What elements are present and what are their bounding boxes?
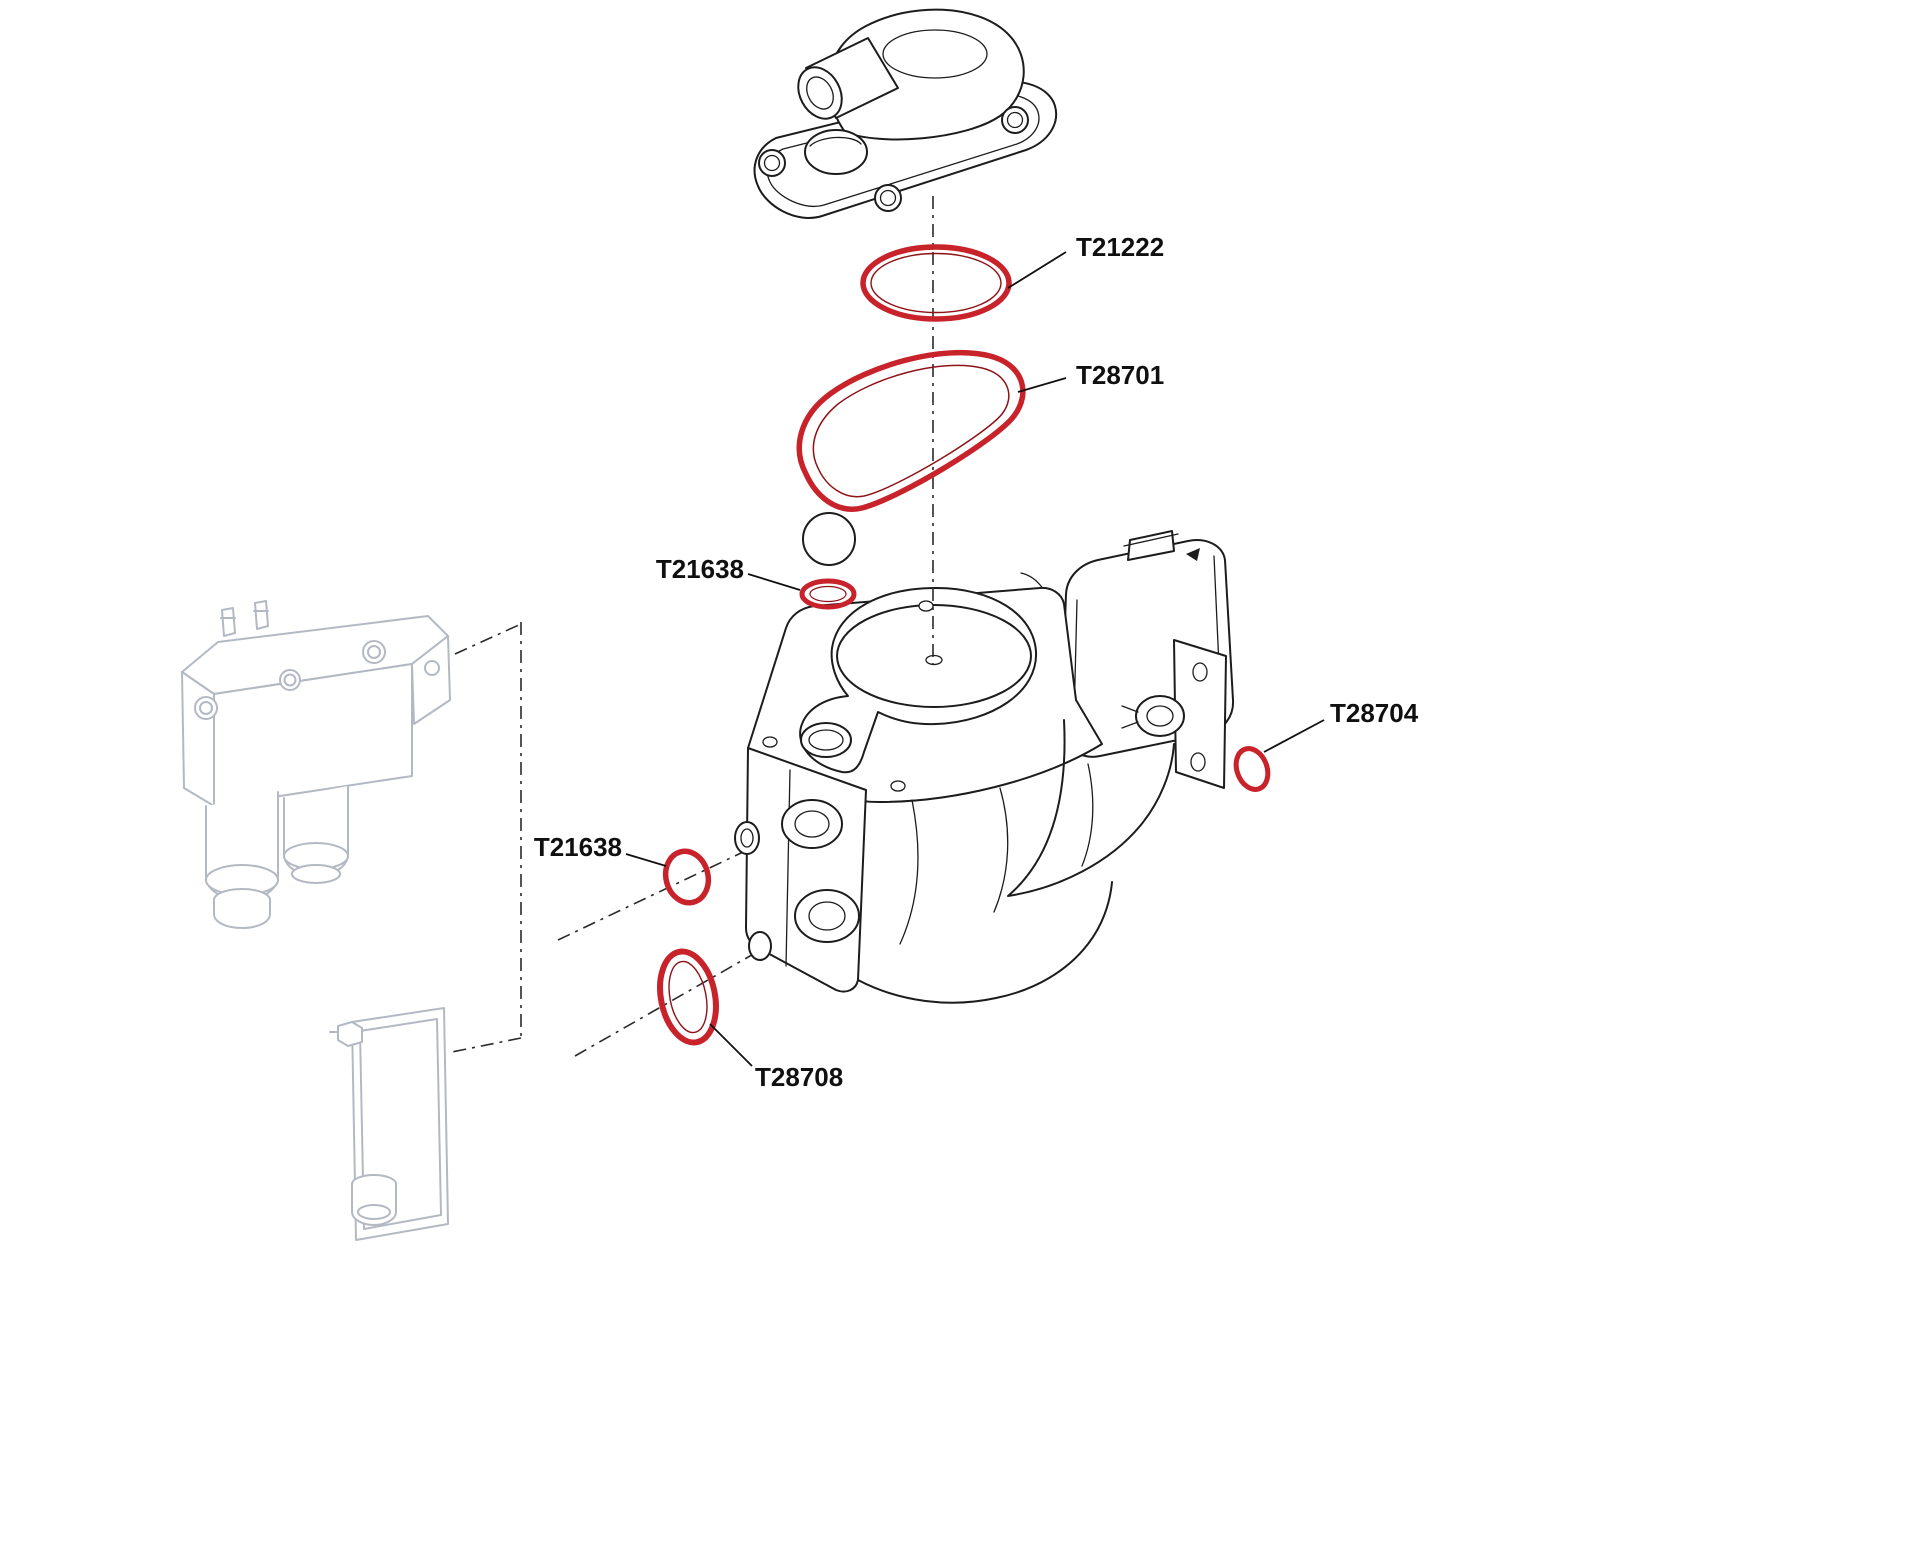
- leader-t21222: [1007, 251, 1067, 289]
- label-t21638-left: T21638: [534, 832, 622, 862]
- leader-t28701: [1017, 377, 1067, 393]
- screw-icon: [874, 184, 902, 212]
- highlighted-seals: [657, 244, 1271, 1046]
- top-cover-assembly: [753, 8, 1058, 219]
- gasket-t28701: [796, 349, 1026, 512]
- label-t21222: T21222: [1076, 232, 1164, 262]
- leader-t28708: [709, 1023, 753, 1067]
- main-housing: [734, 530, 1235, 1004]
- leader-t21638-top: [747, 573, 801, 591]
- label-t21638-top: T21638: [656, 554, 744, 584]
- screw-icon: [1001, 106, 1029, 134]
- flow-arrow-icon: [1186, 548, 1200, 561]
- leader-lines: [625, 251, 1325, 1067]
- oring-t21638-left: [662, 848, 712, 906]
- leader-t28704: [1263, 719, 1325, 753]
- ghost-solenoid-assembly: [181, 600, 451, 929]
- label-t28704: T28704: [1330, 698, 1419, 728]
- oring-t28704: [1233, 746, 1271, 792]
- oring-t28708: [657, 948, 719, 1046]
- upper-port: [781, 799, 843, 849]
- side-fitting: [1135, 695, 1185, 737]
- part-labels: T21222 T28701 T21638 T28704 T21638 T2870…: [534, 232, 1419, 1092]
- label-t28701: T28701: [1076, 360, 1164, 390]
- label-t28708: T28708: [755, 1062, 843, 1092]
- dashed-line-diagonal-top: [454, 623, 522, 655]
- oring-t21638-top: [799, 578, 857, 610]
- screw-icon: [758, 149, 786, 177]
- dashed-line-to-lower-port: [574, 907, 835, 1057]
- dashed-line-diagonal-bottom: [451, 1037, 522, 1053]
- lower-port: [794, 889, 860, 943]
- check-ball: [802, 512, 856, 566]
- oring-t21222: [860, 244, 1012, 322]
- ghost-mounting-plate: [329, 1007, 449, 1241]
- leader-t21638-left: [625, 853, 667, 867]
